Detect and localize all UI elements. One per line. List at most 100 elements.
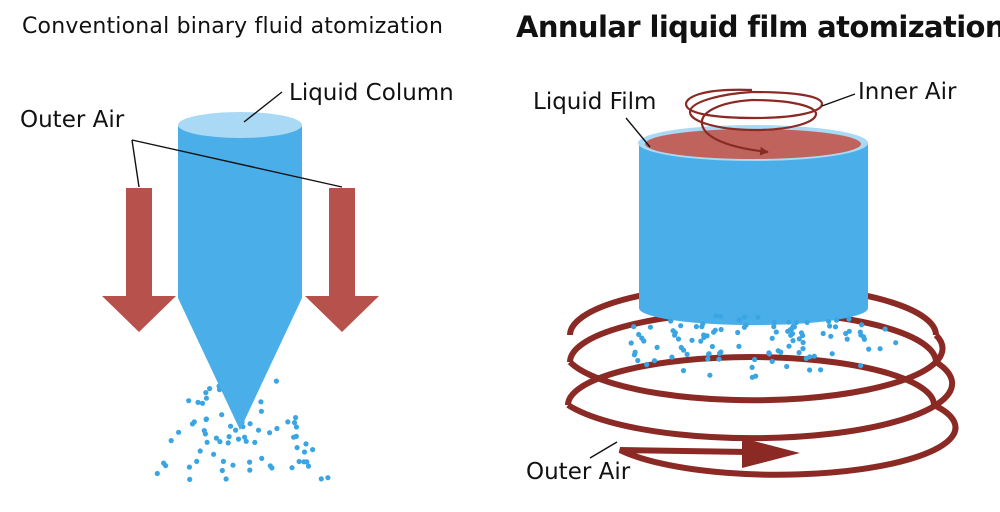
droplet [228,423,234,429]
droplet [176,429,182,435]
droplet [230,462,236,468]
droplet [325,475,331,481]
droplet [219,467,225,474]
droplet [199,400,206,406]
droplet [213,435,219,441]
droplet [712,327,718,333]
droplet [893,340,899,346]
droplet [790,338,796,344]
droplet [304,459,310,465]
droplet [789,326,795,332]
liquid-film-cylinder [639,143,868,326]
droplet [689,337,695,343]
droplet [220,458,226,464]
droplet [828,333,834,339]
droplet [294,445,300,451]
droplet [204,439,210,445]
droplet [778,349,784,355]
droplet [769,335,775,341]
droplet [242,434,248,440]
droplet [211,451,217,457]
droplet [647,324,654,330]
droplet [771,324,777,330]
inner-air-swirl [684,88,824,156]
droplet [700,321,706,327]
droplet [203,390,209,396]
droplet [678,323,684,329]
droplet [707,372,713,378]
droplet [807,367,813,373]
droplet [859,322,865,328]
droplet [681,347,687,353]
droplet [644,361,650,368]
droplet [709,343,716,350]
droplet [749,364,755,370]
droplet [258,399,264,405]
outer-air-arrow-right [305,188,379,332]
droplet [669,354,675,360]
droplet [267,430,273,436]
droplet [226,434,232,440]
droplet [680,368,687,374]
droplet [769,358,775,364]
droplet [820,330,826,337]
droplet [866,346,872,352]
droplet [684,351,690,357]
droplet [742,314,748,320]
liquid-film-label: Liquid Film [533,89,657,115]
droplet [636,331,642,338]
droplet [301,449,308,455]
droplet [289,465,295,471]
droplet [846,316,852,322]
droplet [818,367,824,373]
droplet [186,464,192,470]
droplet [716,356,722,362]
outer-air-label-left: Outer Air [20,107,125,133]
droplet [670,328,676,334]
droplet [247,467,253,473]
droplet [305,463,312,469]
liquid-column-leader [243,91,283,123]
droplet [800,346,806,352]
droplet [668,318,674,324]
droplet [718,313,724,319]
droplet [786,343,792,349]
droplet [628,340,634,346]
liquid-film-leader [625,117,651,148]
droplet [861,334,867,340]
droplet [161,460,167,466]
outer-air-arrow-left [102,188,176,332]
droplet [651,358,658,364]
liquid-column-top [178,112,302,138]
droplet [771,319,777,325]
droplet [736,317,742,323]
droplet [755,314,761,320]
droplet [258,408,264,414]
droplet [225,440,231,446]
droplet [203,416,209,423]
liquid-column-label: Liquid Column [289,80,454,106]
droplet [303,441,309,447]
droplet [811,353,817,359]
droplet [706,351,712,357]
droplet [285,419,291,425]
droplet [247,421,253,427]
droplet [752,356,758,363]
left-panel-title: Conventional binary fluid atomization [22,14,444,39]
droplet [219,412,225,418]
droplet [201,428,207,434]
outer-air-swirl-front [566,332,959,478]
droplet [318,476,324,482]
inner-air-label: Inner Air [858,79,957,105]
outer-air-leader-left [131,139,343,188]
droplet [154,470,160,477]
droplet [827,323,833,329]
droplet [736,343,742,349]
droplet [189,421,196,427]
droplet [701,332,707,338]
droplet [310,447,316,453]
liquid-film-top [645,129,861,159]
right-spray-droplets [628,313,899,380]
